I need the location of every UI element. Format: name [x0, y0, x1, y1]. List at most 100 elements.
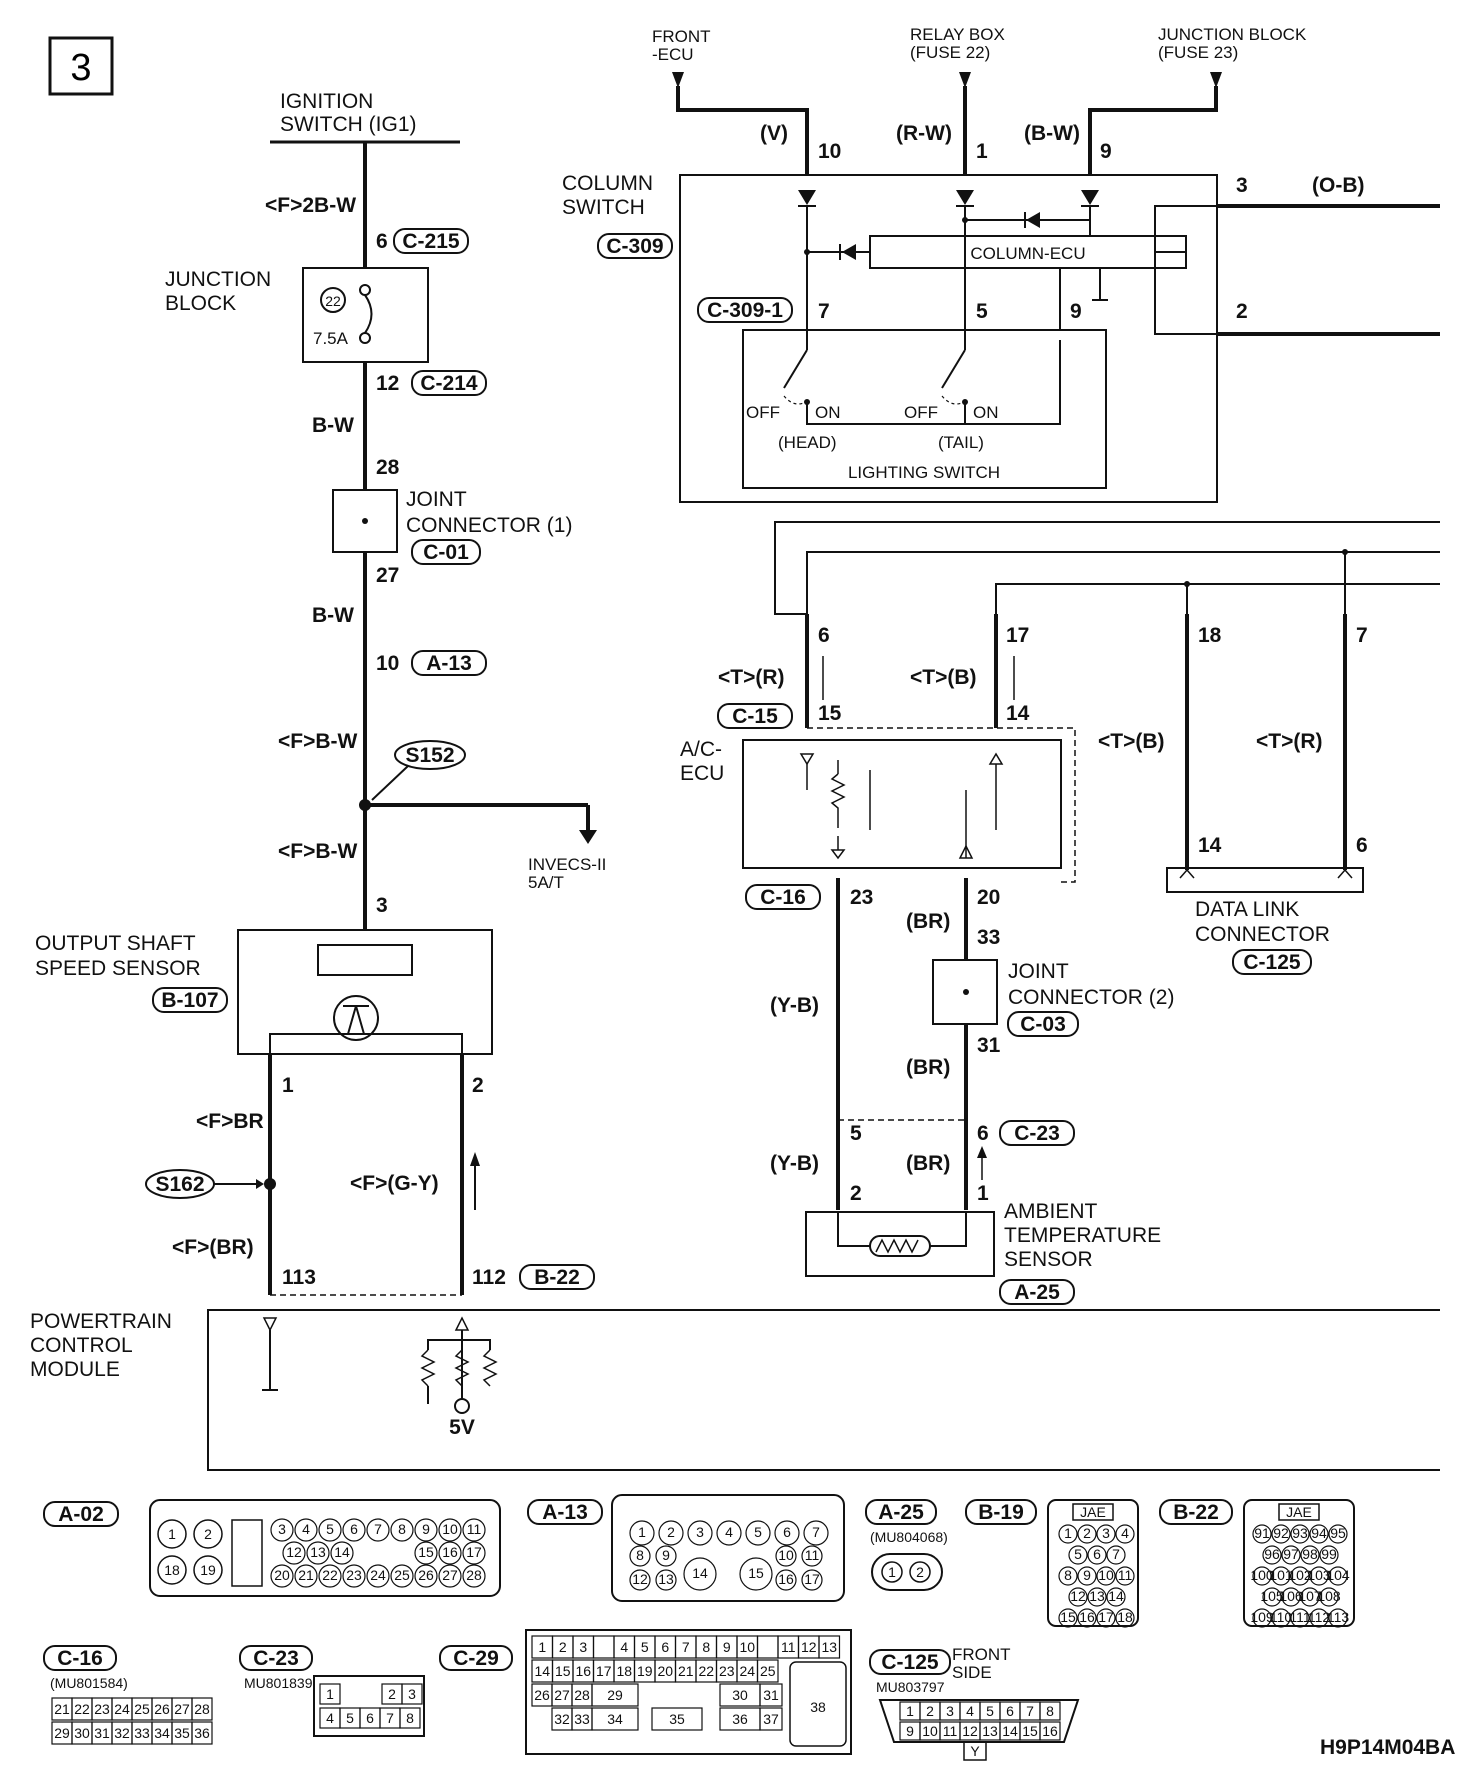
pin-number: 24 — [739, 1663, 755, 1679]
svg-text:6: 6 — [977, 1122, 989, 1145]
svg-text:AMBIENT: AMBIENT — [1004, 1200, 1098, 1223]
svg-text:38: 38 — [810, 1699, 826, 1715]
svg-text:LIGHTING SWITCH: LIGHTING SWITCH — [848, 463, 1000, 482]
pin-number: 14 — [1002, 1723, 1018, 1739]
connector-pin — [739, 1557, 773, 1591]
pin-number: 2 — [559, 1639, 567, 1655]
svg-text:(BR): (BR) — [906, 910, 950, 933]
pin-number: 23 — [719, 1663, 735, 1679]
pin-number: 101 — [1269, 1567, 1293, 1583]
pin-number: 108 — [1317, 1588, 1341, 1604]
junction-block: JUNCTION BLOCK 22 7.5A — [165, 267, 429, 363]
svg-text:A-13: A-13 — [542, 1501, 588, 1524]
svg-text:19: 19 — [200, 1562, 216, 1578]
pin-number: 92 — [1273, 1525, 1289, 1541]
svg-text:CONNECTOR: CONNECTOR — [1195, 923, 1330, 946]
connector-pin — [342, 1564, 366, 1588]
pin-number: 3 — [278, 1521, 286, 1537]
pin-number: 36 — [194, 1725, 210, 1741]
connector-cell — [818, 1635, 841, 1659]
pin-number: 24 — [114, 1701, 130, 1717]
connector-view-b22: B-22 JAE — [1159, 1499, 1355, 1627]
connector-pin — [1309, 1566, 1329, 1586]
pin-number: 94 — [1311, 1525, 1327, 1541]
connector-pin — [414, 1541, 438, 1565]
svg-text:22: 22 — [325, 293, 341, 309]
pin-number: 12 — [962, 1723, 978, 1739]
connector-pin — [1262, 1545, 1282, 1565]
pin-number: 5 — [346, 1710, 354, 1726]
svg-text:C-309: C-309 — [606, 235, 663, 258]
pin-number: 4 — [326, 1710, 334, 1726]
connector-cell — [591, 1683, 639, 1707]
pin-number: 15 — [748, 1565, 764, 1581]
drawing-code: H9P14M04BA — [1320, 1736, 1455, 1759]
connector-pin — [655, 1569, 677, 1591]
pin-number: 104 — [1326, 1567, 1350, 1583]
svg-text:S162: S162 — [155, 1173, 204, 1196]
connector-view-a13: A-13 — [527, 1494, 845, 1602]
pin-number: 7 — [1026, 1703, 1034, 1719]
connector-pin — [462, 1541, 486, 1565]
connector-view-b19: B-19 JAE — [965, 1499, 1139, 1627]
pin-number: 35 — [669, 1711, 685, 1727]
svg-text:COLUMN-ECU: COLUMN-ECU — [970, 244, 1085, 263]
pin-number: 32 — [114, 1725, 130, 1741]
connector-pin — [1077, 1608, 1097, 1628]
connector-pin — [1262, 1587, 1282, 1607]
svg-text:(HEAD): (HEAD) — [778, 433, 837, 452]
svg-text:(MU801584): (MU801584) — [50, 1675, 128, 1691]
page-number: 3 — [70, 47, 91, 89]
connector-view-c125: C-125 FRONT SIDE MU803797 Y — [869, 1645, 1080, 1761]
lighting-switch: OFF ON (HEAD) OFF ON (TAIL) LIGHTING SWI… — [742, 329, 1107, 489]
connector-pin — [655, 1545, 677, 1567]
connector-pin — [330, 1541, 354, 1565]
pin-number: 35 — [174, 1725, 190, 1741]
connector-pin — [1068, 1587, 1088, 1607]
pin-number: 4 — [966, 1703, 974, 1719]
connector-view-c23: C-23 MU801839 — [239, 1645, 425, 1737]
pin-number: 12 — [286, 1544, 302, 1560]
pin-number: 109 — [1250, 1609, 1274, 1625]
svg-text:7: 7 — [818, 300, 830, 323]
connector-cell — [759, 1707, 783, 1731]
pin-number: 103 — [1307, 1567, 1331, 1583]
pin-number: 15 — [1060, 1609, 1076, 1625]
svg-text:3: 3 — [376, 894, 388, 917]
pin-number: 7 — [374, 1521, 382, 1537]
pin-number: 9 — [662, 1547, 670, 1563]
pin-number: 28 — [466, 1567, 482, 1583]
pin-number: 8 — [1046, 1703, 1054, 1719]
pin-number: 4 — [1121, 1525, 1129, 1541]
pin-number: 14 — [334, 1544, 350, 1560]
connector-pin — [1271, 1608, 1291, 1628]
connector-pin — [1252, 1524, 1272, 1544]
pin-number: 12 — [801, 1639, 817, 1655]
connector-pin — [390, 1518, 414, 1542]
svg-text:CONTROL: CONTROL — [30, 1334, 133, 1357]
pin-number: 2 — [667, 1524, 675, 1540]
connector-pin — [1290, 1524, 1310, 1544]
svg-text:C-309-1: C-309-1 — [707, 299, 783, 322]
svg-text:C-125: C-125 — [1243, 951, 1301, 974]
connector-pin — [774, 1520, 800, 1546]
pin-number: 24 — [370, 1567, 386, 1583]
svg-text:B-W: B-W — [312, 414, 354, 437]
pin-number: 31 — [763, 1687, 779, 1703]
svg-text:17: 17 — [1006, 624, 1029, 647]
connector-pin — [1290, 1566, 1310, 1586]
pin-number: 9 — [1083, 1567, 1091, 1583]
svg-text:SENSOR: SENSOR — [1004, 1248, 1093, 1271]
connector-pin — [1068, 1545, 1088, 1565]
connector-pin — [801, 1569, 823, 1591]
connector-pin — [414, 1564, 438, 1588]
svg-text:(R-W): (R-W) — [896, 122, 952, 145]
connector-pin — [1077, 1566, 1097, 1586]
pin-number: 9 — [422, 1521, 430, 1537]
pin-number: 16 — [1042, 1723, 1058, 1739]
svg-text:C-16: C-16 — [760, 886, 806, 909]
connector-pin — [629, 1545, 651, 1567]
relay-box-source: RELAY BOX (FUSE 22) — [910, 25, 1005, 88]
connector-pin — [1252, 1608, 1272, 1628]
svg-text:15: 15 — [818, 702, 842, 725]
